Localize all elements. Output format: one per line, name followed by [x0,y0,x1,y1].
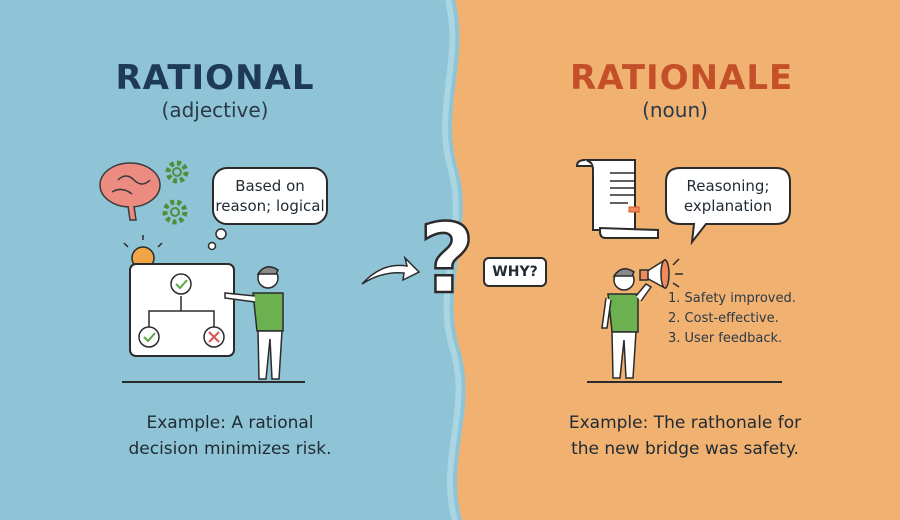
left-example: Example: A rational decision minimizes r… [100,410,360,462]
wavy-divider [442,0,462,520]
person-pointing [224,266,284,380]
document-scroll-icon [575,159,659,239]
bubble-line: reason; logical [215,197,325,215]
check-icon [170,273,192,295]
example-line: decision minimizes risk. [128,439,332,459]
left-bubble-text: Based on reason; logical [213,176,327,216]
example-line: the new bridge was safety. [571,439,799,459]
left-subtitle: (adjective) [161,98,269,122]
check-icon [138,326,160,348]
why-box [483,257,547,287]
megaphone-icon [639,258,683,290]
gear-icon [162,160,189,225]
decision-tree-board [129,263,235,357]
reasons-list: 1. Safety improved. 2. Cost-effective. 3… [668,289,796,349]
why-label: WHY? [492,264,538,280]
right-bubble-text: Reasoning; explanation [666,176,790,216]
right-title: RATIONALE [570,58,794,98]
question-mark-icon: ? [419,203,475,315]
curved-arrow-icon [361,255,421,285]
speech-bubble [665,167,791,246]
brain-icon [99,162,161,221]
left-title: RATIONAL [115,58,315,98]
right-subtitle: (noun) [642,98,708,122]
right-example: Example: The rathonale for the new bridg… [545,410,825,462]
example-line: Example: A rational [146,413,314,433]
thought-bubble [212,167,328,225]
bubble-line: Based on [235,177,305,195]
bubble-line: Reasoning; [686,177,770,195]
list-item: 2. Cost-effective. [668,311,779,326]
example-line: Example: The rathonale for [568,413,802,433]
list-item: 3. User feedback. [668,331,783,346]
person-with-megaphone [601,268,653,379]
right-panel-bg [452,0,900,520]
bubble-line: explanation [683,197,773,215]
list-item: 1. Safety improved. [668,291,796,306]
